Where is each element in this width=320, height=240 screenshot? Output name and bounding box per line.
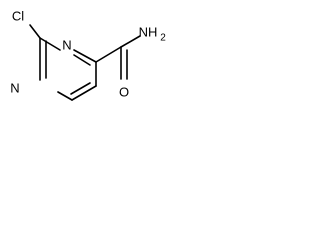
bond-c6-n1: [57, 91, 73, 101]
bond-c5-c6: [71, 85, 97, 101]
carbonyl-oxygen-label: O: [119, 85, 129, 100]
molecule-canvas: Cl N N NH 2 O: [0, 0, 176, 120]
molecule-structure: Cl N N NH 2 O: [10, 9, 166, 101]
amide-nitrogen-subscript: 2: [160, 33, 166, 44]
bond-c2-n3: [39, 37, 61, 51]
ring-nitrogen-top-label: N: [62, 38, 71, 53]
chlorine-label: Cl: [12, 9, 24, 24]
bond-n3-c4: [73, 49, 97, 63]
bond-c5-c6-inner: [70, 82, 91, 95]
bond-n3-c4-inner: [73, 54, 91, 66]
bond-c4-carbonyl: [95, 46, 122, 63]
amide-nitrogen-label: NH: [139, 25, 158, 40]
bond-carbonyl-nh2: [120, 35, 141, 48]
ring-nitrogen-left-label: N: [10, 81, 19, 96]
bond-c2-cl: [29, 24, 41, 39]
